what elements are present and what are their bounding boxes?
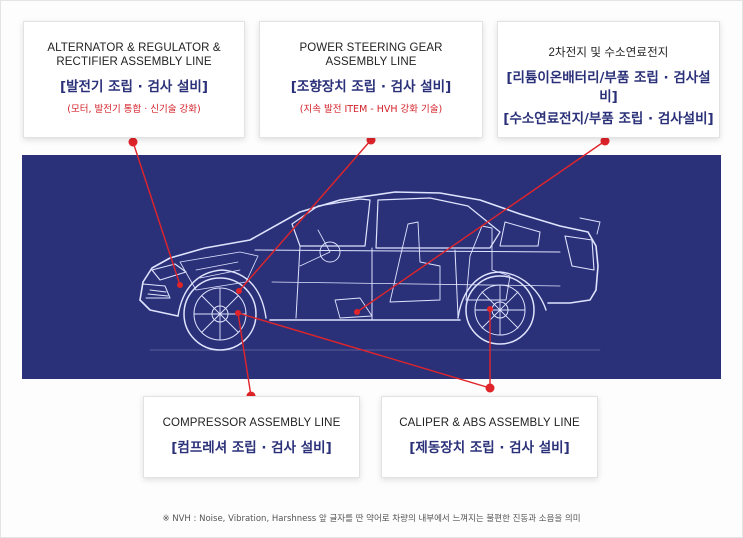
- card-subtitle: (지속 발전 ITEM - HVH 강화 기술): [299, 104, 443, 115]
- card-alternator-line: ALTERNATOR & REGULATOR & RECTIFIER ASSEM…: [23, 21, 245, 138]
- card-title-en: COMPRESSOR ASSEMBLY LINE: [162, 417, 341, 429]
- card-title-ko-battery: [리튬이온배터리/부품 조립 · 검사설비]: [506, 70, 711, 105]
- connector-battery: [356, 140, 606, 313]
- card-title-ko: [발전기 조립 · 검사 설비]: [59, 79, 209, 95]
- card-title-ko: [조향장치 조립 · 검사 설비]: [290, 79, 452, 95]
- marker-endpoint: [177, 282, 183, 288]
- marker-endpoint: [235, 310, 241, 316]
- marker-dot: [128, 137, 138, 147]
- marker-endpoint: [236, 288, 242, 294]
- card-title-en: ALTERNATOR & REGULATOR & RECTIFIER ASSEM…: [47, 42, 221, 68]
- marker-dot: [485, 383, 495, 393]
- connector-markers: [128, 135, 610, 401]
- card-title-ko: [제동장치 조립 · 검사 설비]: [409, 440, 570, 456]
- marker-dot: [600, 136, 610, 146]
- card-battery-fuel-cell: 2차전지 및 수소연료전지 [리튬이온배터리/부품 조립 · 검사설비] [수소…: [497, 21, 720, 138]
- card-title-en: POWER STEERING GEAR ASSEMBLY LINE: [299, 42, 443, 68]
- footnote-nvh: ※ NVH : Noise, Vibration, Harshness 앞 글자…: [162, 514, 581, 524]
- connector-caliper-front: [237, 312, 491, 389]
- card-compressor-line: COMPRESSOR ASSEMBLY LINE [컴프레셔 조립 · 검사 설…: [143, 396, 360, 478]
- card-caliper-abs-line: CALIPER & ABS ASSEMBLY LINE [제동장치 조립 · 검…: [381, 396, 598, 478]
- card-subtitle: (모터, 발전기 통합 · 신기술 강화): [67, 104, 201, 115]
- connector-steering: [238, 139, 372, 292]
- card-title-ko: [컴프레셔 조립 · 검사 설비]: [171, 440, 332, 456]
- connector-lines: [132, 139, 606, 397]
- marker-endpoint: [487, 306, 493, 312]
- card-power-steering-line: POWER STEERING GEAR ASSEMBLY LINE [조향장치 …: [259, 21, 483, 138]
- marker-endpoint: [354, 309, 360, 315]
- card-title-ko-fuel-cell: [수소연료전지/부품 조립 · 검사설비]: [503, 111, 714, 127]
- car-wireframe: [139, 191, 601, 351]
- connector-alternator: [132, 141, 181, 286]
- card-title-en: CALIPER & ABS ASSEMBLY LINE: [399, 417, 580, 429]
- card-title-ko-heading: 2차전지 및 수소연료전지: [548, 47, 669, 59]
- connector-compressor: [237, 312, 252, 397]
